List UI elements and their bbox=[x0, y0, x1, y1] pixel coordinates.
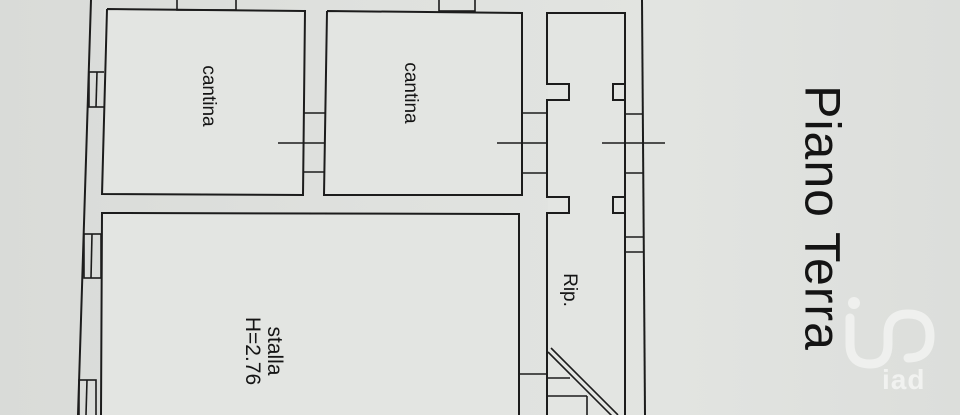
room-label-stalla: stalla H=2.76 bbox=[241, 316, 287, 386]
room-rip-walls bbox=[546, 12, 626, 415]
watermark-brand: iad bbox=[882, 364, 926, 395]
floor-title: Piano Terra bbox=[794, 85, 851, 351]
room-label-ripostiglio: Rip. bbox=[558, 273, 580, 307]
room-label-cantina-1: cantina bbox=[197, 65, 219, 127]
stalla-height-note: H=2.76 bbox=[241, 316, 264, 386]
room-label-cantina-2: cantina bbox=[399, 62, 421, 124]
room-cantina-1-walls bbox=[100, 8, 307, 197]
iad-logo-icon bbox=[845, 297, 935, 369]
outer-left-wall bbox=[77, 0, 92, 415]
staircase bbox=[547, 347, 619, 415]
window-top-2 bbox=[438, 0, 476, 12]
outer-right-wall bbox=[641, 0, 646, 415]
stalla-name: stalla bbox=[263, 326, 287, 376]
room-stalla-walls bbox=[100, 211, 520, 415]
window-left-1 bbox=[88, 71, 107, 108]
room-cantina-2-walls bbox=[322, 10, 523, 196]
window-left-3 bbox=[78, 379, 97, 415]
window-top-1 bbox=[176, 0, 237, 11]
door-rip-exterior bbox=[602, 113, 665, 174]
window-left-2 bbox=[83, 233, 102, 279]
window-right-1 bbox=[625, 236, 644, 253]
